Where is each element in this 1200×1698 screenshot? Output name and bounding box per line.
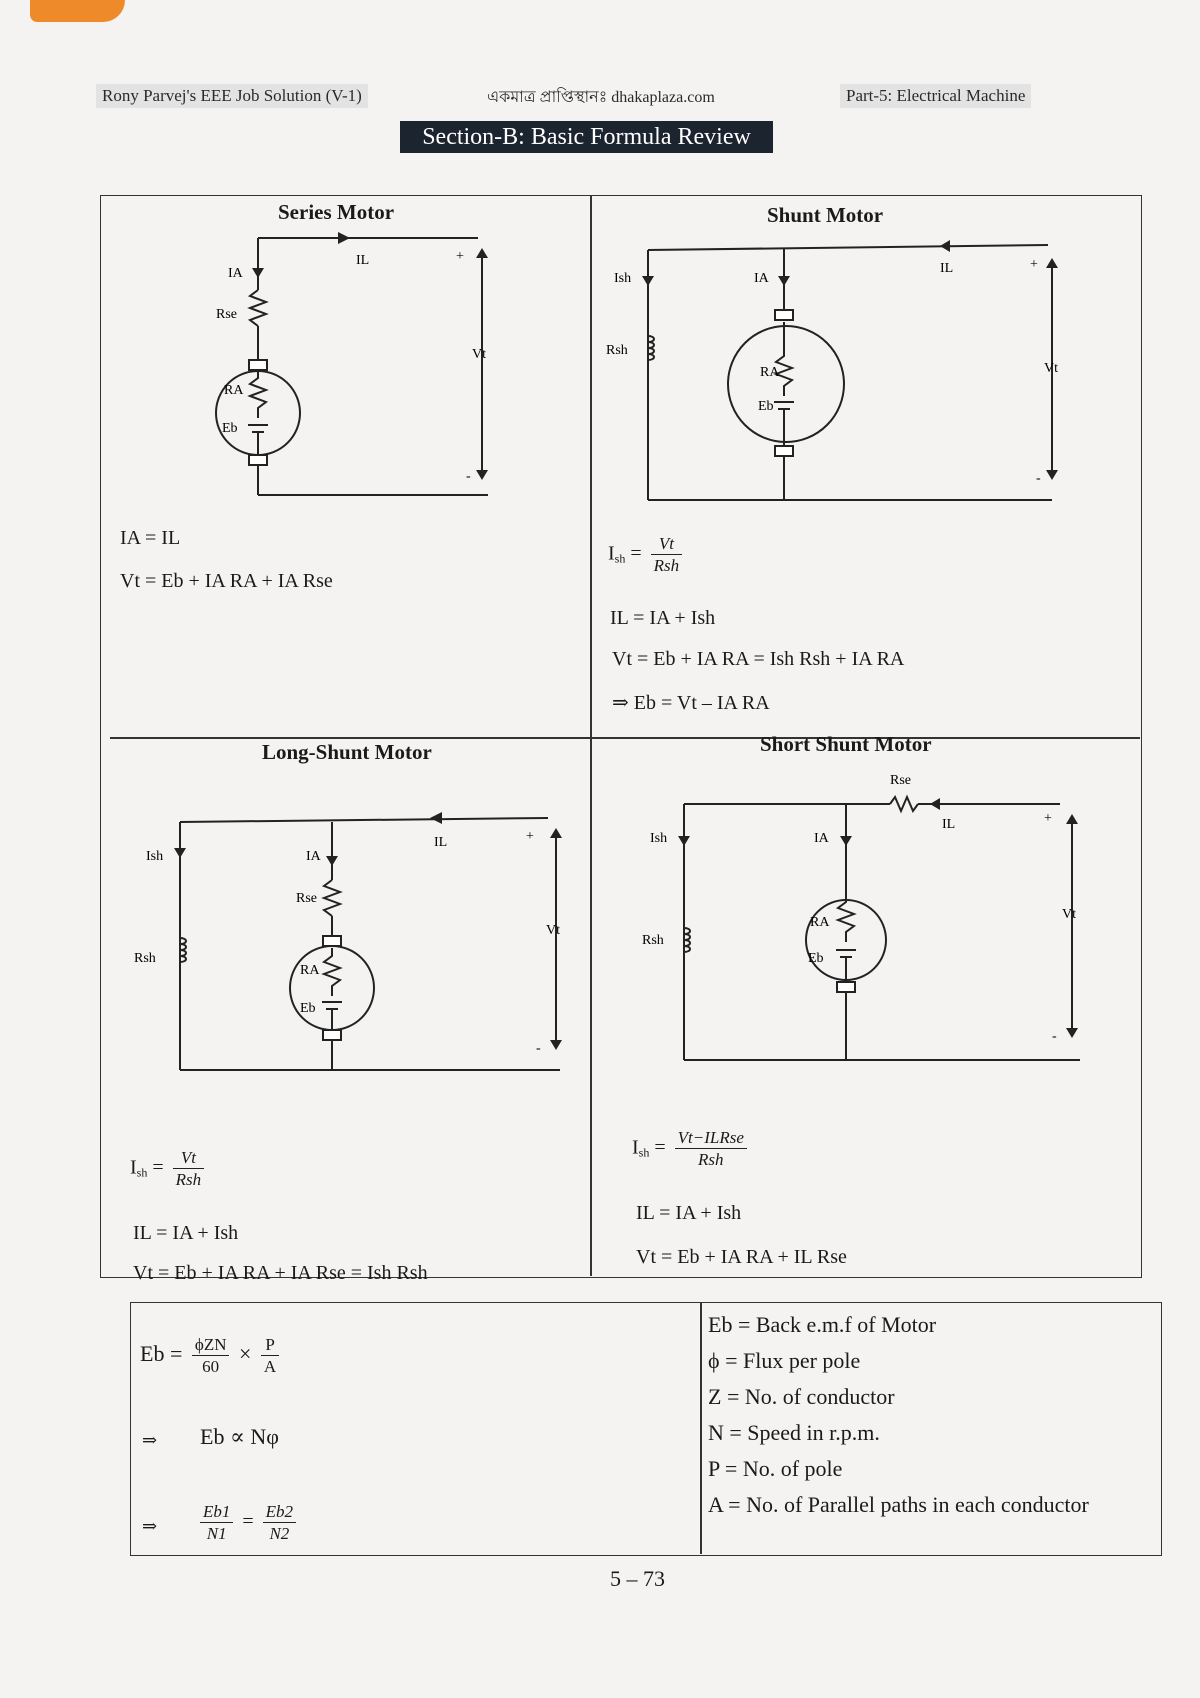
series-eb-label: Eb	[222, 421, 238, 436]
header-website: একমাত্র প্রাপ্তিস্থানঃ dhakaplaza.com	[487, 89, 715, 106]
definition-z: Z = No. of conductor	[708, 1384, 895, 1409]
series-rse-label: Rse	[216, 307, 237, 322]
emf-ratio-den2: N2	[269, 1524, 290, 1543]
series-motor-title: Series Motor	[278, 200, 395, 224]
emf-eb-symbol: Eb	[140, 1341, 165, 1367]
back-emf-box-divider	[700, 1302, 702, 1554]
grid-divider-vertical	[590, 195, 592, 1276]
shunt-eq-backemf: ⇒ Eb = Vt – IA RA	[612, 692, 770, 714]
series-il-label: IL	[356, 253, 369, 268]
long-shunt-eq-current: IL = IA + Ish	[133, 1222, 239, 1244]
shunt-eq-voltage: Vt = Eb + IA RA = Ish Rsh + IA RA	[612, 648, 905, 670]
long-shunt-minus-label: -	[536, 1041, 541, 1056]
long-shunt-ish-numerator: Vt	[172, 1148, 205, 1169]
short-shunt-il-label: IL	[942, 817, 955, 832]
definition-p: P = No. of pole	[708, 1456, 843, 1481]
series-plus-label: +	[456, 249, 464, 264]
long-shunt-il-label: IL	[434, 835, 447, 850]
short-shunt-rsh-label: Rsh	[642, 933, 664, 948]
long-shunt-plus-label: +	[526, 829, 534, 844]
implies-arrow-2: ⇒	[142, 1516, 158, 1536]
long-shunt-rse-label: Rse	[296, 891, 317, 906]
short-shunt-eq-voltage: Vt = Eb + IA RA + IL Rse	[636, 1246, 847, 1268]
shunt-ish-numerator: Vt	[650, 534, 683, 555]
page-number: 5 – 73	[610, 1566, 665, 1591]
shunt-motor-title: Shunt Motor	[767, 203, 884, 227]
long-shunt-eb-label: Eb	[300, 1001, 316, 1016]
long-shunt-ish-label: Ish	[146, 849, 163, 864]
definition-n: N = Speed in r.p.m.	[708, 1420, 880, 1445]
short-shunt-minus-label: -	[1052, 1029, 1057, 1044]
emf-num1: ϕZN	[191, 1335, 230, 1356]
definition-phi: ϕ = Flux per pole	[708, 1348, 861, 1373]
shunt-minus-label: -	[1036, 471, 1041, 486]
shunt-ish-label: Ish	[614, 271, 631, 286]
header-part: Part-5: Electrical Machine	[840, 84, 1032, 108]
short-shunt-eq-current: IL = IA + Ish	[636, 1202, 742, 1224]
emf-den1: 60	[202, 1357, 220, 1376]
short-shunt-ra-label: RA	[810, 915, 830, 930]
long-shunt-ra-label: RA	[300, 963, 320, 978]
series-minus-label: -	[466, 469, 471, 484]
emf-num2: P	[260, 1335, 280, 1356]
section-title: Section-B: Basic Formula Review	[400, 121, 773, 153]
short-shunt-vt-label: Vt	[1062, 907, 1076, 922]
emf-ratio-num2: Eb2	[262, 1502, 297, 1523]
emf-ratio-num1: Eb1	[200, 1502, 234, 1523]
shunt-ish-denominator: Rsh	[653, 556, 680, 575]
shunt-eb-label: Eb	[758, 399, 774, 414]
short-shunt-eb-label: Eb	[808, 951, 824, 966]
shunt-il-label: IL	[940, 261, 953, 276]
short-shunt-ish-label: Ish	[650, 831, 667, 846]
definition-a: A = No. of Parallel paths in each conduc…	[708, 1492, 1089, 1517]
series-eq-current: IA = IL	[120, 527, 181, 549]
short-shunt-motor-title: Short Shunt Motor	[760, 732, 932, 756]
long-shunt-ish-denominator: Rsh	[175, 1170, 202, 1189]
long-shunt-vt-label: Vt	[546, 923, 560, 938]
header-book-title: Rony Parvej's EEE Job Solution (V-1)	[96, 84, 368, 108]
long-shunt-rsh-label: Rsh	[134, 951, 156, 966]
emf-den2: A	[263, 1357, 277, 1376]
back-emf-box	[130, 1302, 1162, 1556]
shunt-ia-label: IA	[754, 271, 770, 286]
short-shunt-rse-label: Rse	[890, 773, 911, 788]
shunt-ra-label: RA	[760, 365, 780, 380]
series-ia-label: IA	[228, 266, 244, 281]
series-vt-label: Vt	[472, 347, 486, 362]
long-shunt-ia-label: IA	[306, 849, 322, 864]
short-shunt-ia-label: IA	[814, 831, 830, 846]
emf-proportionality: Eb ∝ Nφ	[200, 1424, 279, 1449]
short-shunt-plus-label: +	[1044, 811, 1052, 826]
emf-ratio-den1: N1	[206, 1524, 227, 1543]
orange-tab-decoration	[30, 0, 125, 22]
implies-arrow-1: ⇒	[142, 1430, 158, 1450]
short-shunt-ish-denominator: Rsh	[698, 1150, 724, 1169]
shunt-rsh-label: Rsh	[606, 343, 628, 358]
long-shunt-eq-voltage: Vt = Eb + IA RA + IA Rse = Ish Rsh	[133, 1262, 428, 1284]
series-ra-label: RA	[224, 383, 244, 398]
short-shunt-ish-numerator: Vt−ILRse	[674, 1128, 747, 1149]
long-shunt-motor-title: Long-Shunt Motor	[262, 740, 432, 764]
series-eq-voltage: Vt = Eb + IA RA + IA Rse	[120, 570, 333, 592]
grid-divider-horizontal	[110, 737, 1140, 739]
formula-grid	[100, 195, 1142, 1278]
shunt-plus-label: +	[1030, 257, 1038, 272]
shunt-eq-current: IL = IA + Ish	[610, 607, 716, 629]
shunt-vt-label: Vt	[1044, 361, 1058, 376]
definition-eb: Eb = Back e.m.f of Motor	[708, 1312, 937, 1337]
